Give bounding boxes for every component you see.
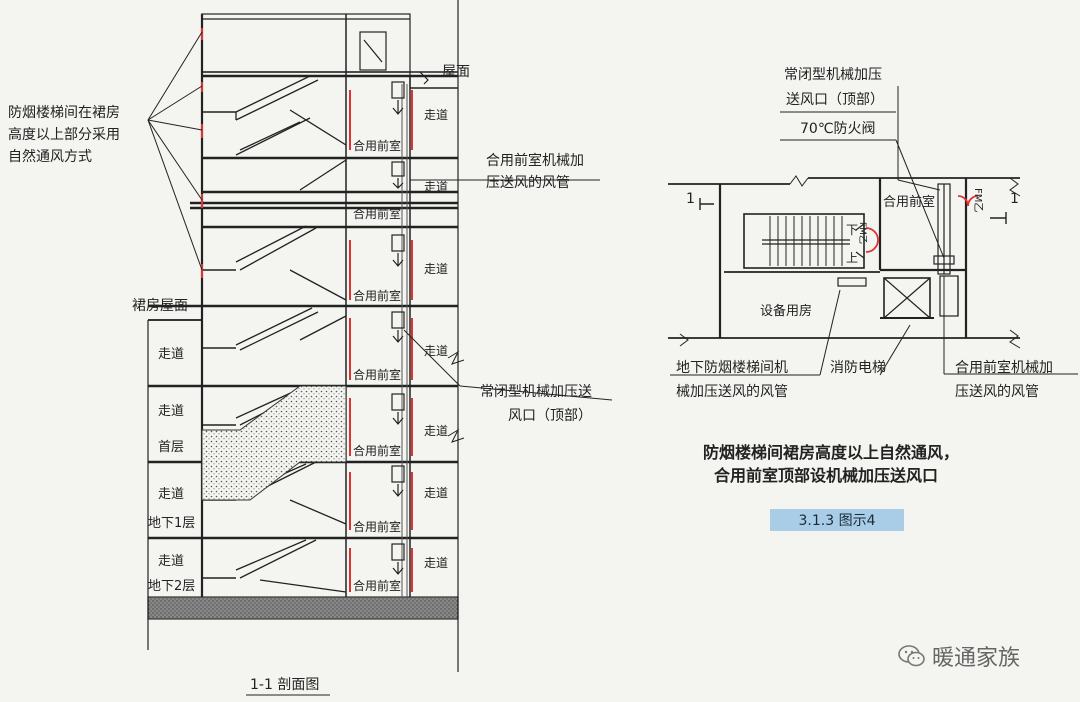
callout-duct-line2: 压送风的风管 [486, 175, 570, 191]
corridor-label: 走道 [424, 424, 449, 438]
podium-corridor-label: 走道 [158, 554, 185, 569]
plan-fire-elevator-label: 消防电梯 [830, 360, 886, 376]
plan-description-line1: 防烟楼梯间裙房高度以上自然通风， [703, 443, 960, 462]
figure-number-badge: 3.1.3 图示4 [770, 509, 904, 531]
plan-stair [743, 213, 865, 269]
plan-section-mark-right: 1 [1010, 191, 1019, 207]
corridor-label: 走道 [424, 108, 449, 122]
pressurization-outlets [391, 81, 405, 575]
shared-lobby-label: 合用前室 [353, 579, 402, 593]
plan-lobby-duct-line2: 压送风的风管 [955, 384, 1039, 400]
plan-lobby-duct-line1: 合用前室机械加 [955, 360, 1053, 376]
shared-lobby-label: 合用前室 [353, 368, 402, 382]
roof-label: 屋面 [442, 64, 470, 80]
shared-lobby-label: 合用前室 [353, 520, 402, 534]
plan-stair-down: 下 [846, 223, 859, 237]
podium-corridor-label: 走道 [158, 404, 185, 419]
plan-outlet-label-line1: 常闭型机械加压 [784, 67, 882, 83]
ground-floor-label: 首层 [158, 440, 185, 455]
callout-smoke-stair-line1: 防烟楼梯间在裙房 [8, 105, 120, 121]
plan-shared-lobby-label: 合用前室 [883, 195, 936, 210]
shared-lobby-label: 合用前室 [353, 289, 402, 303]
plan-drawing [668, 86, 1078, 376]
plan-damper-label: 70℃防火阀 [800, 121, 876, 137]
section-drawing [147, 0, 613, 696]
stair-flights [235, 75, 347, 593]
section-caption: 1-1 剖面图 [250, 677, 320, 693]
plan-outlet-label-line2: 送风口（顶部） [786, 92, 884, 108]
leader-lines [147, 31, 613, 401]
podium-corridor-label: 走道 [158, 487, 185, 502]
plan-door-fm-right: FM乙 [972, 188, 983, 213]
corridor-label: 走道 [424, 556, 449, 570]
watermark: 暖通家族 [898, 640, 1020, 672]
shared-lobby-label: 合用前室 [353, 444, 402, 458]
plan-door-fm-stair: FM乙 [857, 222, 867, 244]
callout-outlet-line2: 风口（顶部） [508, 408, 592, 424]
plan-basement-duct-line2: 械加压送风的风管 [676, 384, 788, 400]
foundation-slab [147, 596, 459, 620]
corridor-label: 走道 [424, 262, 449, 276]
shared-lobby-label: 合用前室 [353, 207, 402, 221]
podium-roof-label: 裙房屋面 [132, 298, 188, 314]
plan-equipment-room-label: 设备用房 [760, 304, 813, 319]
corridor-label: 走道 [424, 180, 449, 194]
podium-corridor-label: 走道 [158, 347, 185, 362]
callout-smoke-stair-line2: 高度以上部分采用 [8, 127, 120, 143]
ground-floor-stair-hatch [201, 385, 347, 501]
watermark-text: 暖通家族 [932, 646, 1021, 671]
callout-smoke-stair-line3: 自然通风方式 [8, 149, 92, 165]
plan-stair-up: 上 [846, 251, 859, 265]
corridor-label: 走道 [424, 344, 449, 358]
plan-description-line2: 合用前室顶部设机械加压送风口 [714, 466, 939, 485]
plan-section-mark-left: 1 [686, 191, 695, 207]
callout-duct-line1: 合用前室机械加 [486, 153, 584, 169]
basement-2-label: 地下2层 [148, 579, 196, 594]
plan-basement-duct-line1: 地下防烟楼梯间机 [676, 360, 788, 376]
callout-outlet-line1: 常闭型机械加压送 [480, 384, 592, 400]
basement-1-label: 地下1层 [148, 516, 196, 531]
corridor-label: 走道 [424, 486, 449, 500]
red-wall-markers [201, 28, 413, 592]
wechat-icon [898, 645, 925, 667]
plan-basement-duct [837, 277, 867, 287]
shared-lobby-label: 合用前室 [353, 139, 402, 153]
